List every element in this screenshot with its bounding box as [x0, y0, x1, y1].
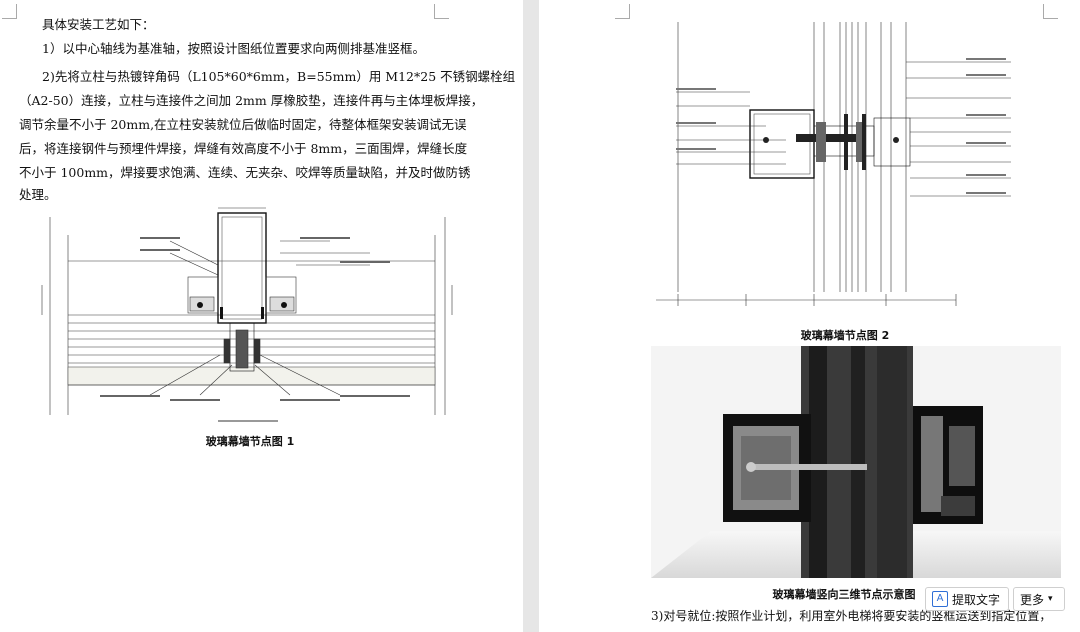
figure-1-caption: 玻璃幕墙节点图 1 [205, 435, 295, 448]
extract-text-label: 提取文字 [952, 592, 1001, 607]
text-extract-icon: A [932, 591, 948, 607]
paragraph-step3: 3)对号就位:按照作业计划，利用室外电梯将要安装的竖框运送到指定位置， [651, 609, 1052, 623]
paragraph-step2-line: 不小于 100mm，焊接要求饱满、连续、无夹杂、咬焊等质量缺陷，并及时做防锈 [19, 165, 471, 180]
figure-1-drawing [41, 207, 453, 422]
more-button[interactable]: 更多 ▾ [1013, 587, 1065, 611]
paragraph-step2-line: 后，将连接钢件与预埋件焊接，焊缝有效高度不小于 8mm，三面围焊，焊缝长度 [19, 141, 468, 156]
crop-mark [434, 4, 449, 19]
chevron-down-icon: ▾ [1048, 594, 1053, 604]
figure-3-caption: 玻璃幕墙竖向三维节点示意图 [772, 588, 916, 601]
paragraph-step1: 1）以中心轴线为基准轴，按照设计图纸位置要求向两侧排基准竖框。 [42, 41, 425, 56]
paragraph-step2-line: （A2-50）连接，立柱与连接件之间加 2mm 厚橡胶垫，连接件再与主体埋板焊接… [19, 93, 484, 108]
figure-3-render [651, 346, 1061, 578]
paragraph-step2-line: 2)先将立柱与热镀锌角码（L105*60*6mm，B=55mm）用 M12*25… [42, 69, 516, 84]
document-page-right: 玻璃幕墙节点图 2 玻璃幕墙竖向三维节点示意图 3)对号就位:按照作业计划，利用… [539, 0, 1080, 632]
document-page-left: 具体安装工艺如下： 1）以中心轴线为基准轴，按照设计图纸位置要求向两侧排基准竖框… [0, 0, 523, 632]
figure-2-drawing [656, 22, 1011, 306]
figure-2-caption: 玻璃幕墙节点图 2 [800, 329, 890, 342]
paragraph-step2-line: 调节余量不小于 20mm,在立柱安装就位后做临时固定，待整体框架安装调试无误 [19, 117, 467, 132]
paragraph-heading: 具体安装工艺如下： [42, 17, 155, 32]
more-label: 更多 [1020, 592, 1045, 607]
extract-text-button[interactable]: A 提取文字 [925, 587, 1009, 611]
crop-mark [2, 4, 17, 19]
crop-mark [1043, 4, 1058, 19]
crop-mark [615, 4, 630, 19]
paragraph-step2-line: 处理。 [19, 187, 57, 202]
